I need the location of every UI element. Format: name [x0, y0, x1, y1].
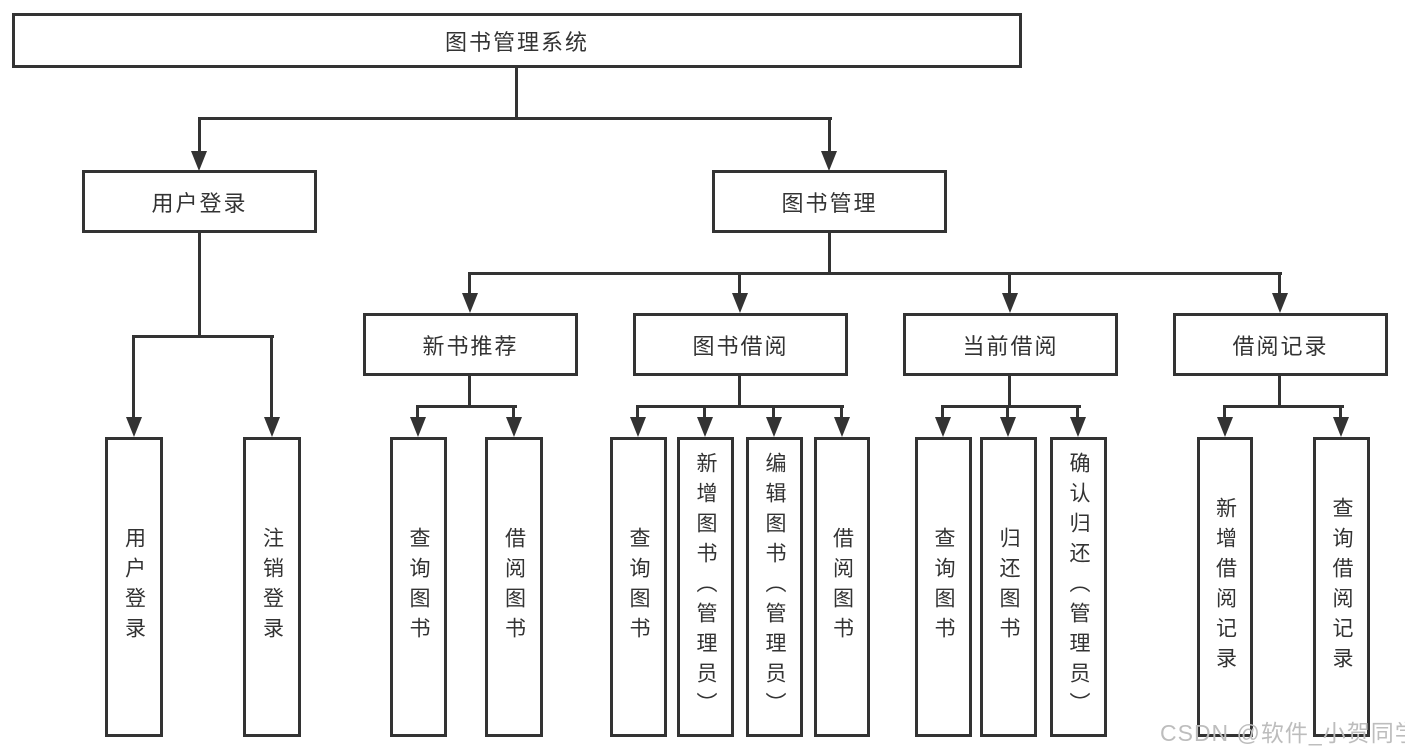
connector-drop — [1339, 405, 1342, 419]
arrow-down-icon — [410, 417, 426, 437]
connector-root-bar — [198, 117, 832, 120]
connector-current-bar — [941, 405, 1081, 408]
connector-root-stem — [515, 68, 518, 120]
leaf-query-books-current: 查询图书 — [915, 437, 972, 737]
node-current-borrow: 当前借阅 — [903, 313, 1118, 376]
node-user-login: 用户登录 — [82, 170, 317, 233]
leaf-query-books-borrow: 查询图书 — [610, 437, 667, 737]
connector-drop — [468, 272, 471, 296]
connector-recommend-bar — [416, 405, 517, 408]
leaf-label: 借阅图书 — [502, 527, 526, 647]
leaf-query-borrow-record: 查询借阅记录 — [1313, 437, 1370, 737]
arrow-down-icon — [697, 417, 713, 437]
node-root-library-system: 图书管理系统 — [12, 13, 1022, 68]
connector-drop — [703, 405, 706, 419]
leaf-borrow-books-recommend: 借阅图书 — [485, 437, 543, 737]
connector-book-mgmt-bar — [468, 272, 1282, 275]
arrow-down-icon — [1000, 417, 1016, 437]
arrow-down-icon — [821, 151, 837, 171]
connector-current-stem — [1008, 376, 1011, 408]
arrow-down-icon — [264, 417, 280, 437]
leaf-edit-books-admin: 编辑图书（管理员） — [746, 437, 803, 737]
arrow-down-icon — [126, 417, 142, 437]
leaf-label: 新增图书（管理员） — [694, 452, 717, 722]
leaf-query-books-recommend: 查询图书 — [390, 437, 447, 737]
node-borrow-records: 借阅记录 — [1173, 313, 1388, 376]
arrow-down-icon — [732, 293, 748, 313]
leaf-confirm-return-admin: 确认归还（管理员） — [1050, 437, 1107, 737]
leaf-label: 查询图书 — [627, 527, 650, 647]
leaf-add-books-admin: 新增图书（管理员） — [677, 437, 734, 737]
connector-drop — [132, 335, 135, 419]
node-book-management: 图书管理 — [712, 170, 947, 233]
arrow-down-icon — [1217, 417, 1233, 437]
arrow-down-icon — [1002, 293, 1018, 313]
connector-drop — [1223, 405, 1226, 419]
arrow-down-icon — [834, 417, 850, 437]
arrow-down-icon — [1333, 417, 1349, 437]
connector-book-mgmt-stem — [828, 233, 831, 275]
leaf-label: 查询图书 — [932, 527, 955, 647]
arrow-down-icon — [462, 293, 478, 313]
arrow-down-icon — [191, 151, 207, 171]
connector-drop — [1076, 405, 1079, 419]
connector-drop — [1278, 272, 1281, 296]
leaf-label: 用户登录 — [122, 527, 146, 647]
connector-recommend-stem — [468, 376, 471, 408]
leaf-borrow-books: 借阅图书 — [814, 437, 870, 737]
arrow-down-icon — [1272, 293, 1288, 313]
leaf-label: 编辑图书（管理员） — [763, 452, 786, 722]
connector-drop — [828, 117, 831, 153]
arrow-down-icon — [935, 417, 951, 437]
arrow-down-icon — [766, 417, 782, 437]
connector-records-bar — [1223, 405, 1344, 408]
connector-drop — [416, 405, 419, 419]
connector-drop — [840, 405, 843, 419]
connector-drop — [1006, 405, 1009, 419]
leaf-label: 查询图书 — [407, 527, 430, 647]
connector-drop — [738, 272, 741, 296]
connector-records-stem — [1278, 376, 1281, 408]
connector-drop — [270, 335, 273, 419]
connector-user-login-bar — [132, 335, 274, 338]
connector-drop — [512, 405, 515, 419]
leaf-logout: 注销登录 — [243, 437, 301, 737]
connector-drop — [198, 117, 201, 153]
arrow-down-icon — [1070, 417, 1086, 437]
connector-drop — [636, 405, 639, 419]
node-book-borrow: 图书借阅 — [633, 313, 848, 376]
leaf-user-login: 用户登录 — [105, 437, 163, 737]
leaf-label: 查询借阅记录 — [1330, 497, 1353, 677]
connector-borrow-stem — [738, 376, 741, 408]
node-new-book-recommend: 新书推荐 — [363, 313, 578, 376]
leaf-add-borrow-record: 新增借阅记录 — [1197, 437, 1253, 737]
leaf-label: 归还图书 — [997, 527, 1020, 647]
connector-drop — [941, 405, 944, 419]
connector-drop — [772, 405, 775, 419]
leaf-label: 新增借阅记录 — [1213, 497, 1237, 677]
connector-user-login-stem — [198, 233, 201, 337]
leaf-label: 注销登录 — [260, 527, 284, 647]
leaf-label: 借阅图书 — [830, 527, 854, 647]
csdn-watermark: CSDN @软件_小贺同学 — [1160, 720, 1405, 746]
connector-borrow-bar — [636, 405, 844, 408]
leaf-return-books: 归还图书 — [980, 437, 1037, 737]
arrow-down-icon — [506, 417, 522, 437]
connector-drop — [1008, 272, 1011, 296]
leaf-label: 确认归还（管理员） — [1067, 452, 1090, 722]
arrow-down-icon — [630, 417, 646, 437]
